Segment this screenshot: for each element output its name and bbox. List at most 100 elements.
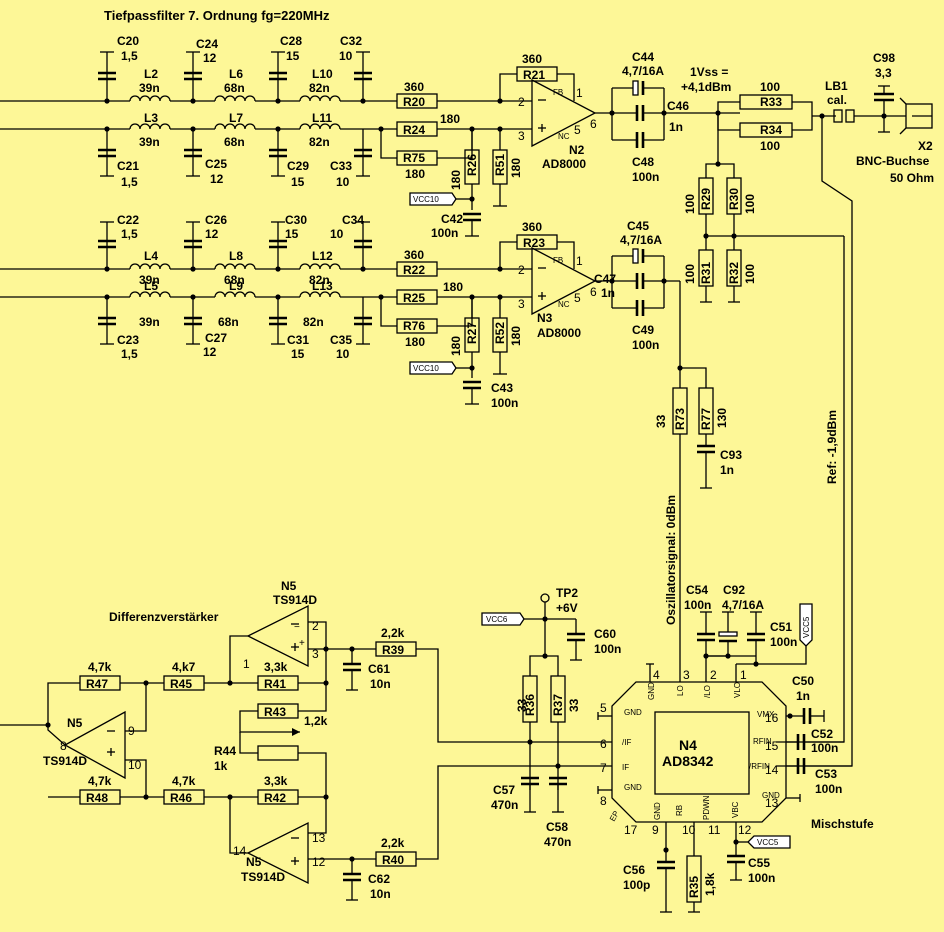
c42-value: 100n [431,226,458,240]
c51-name: C51 [770,620,792,634]
c45-value: 4,7/16A [620,233,662,247]
r20-name: R20 [403,95,425,109]
c24-name: C24 [196,37,218,51]
c32-name: C32 [340,34,362,48]
r22-name: R22 [403,263,425,277]
n5-left-value: TS914D [43,754,87,768]
svg-text:8: 8 [60,739,67,753]
n5-bottom-value: TS914D [241,870,285,884]
r35-value: 1,8k [703,872,717,896]
pin-gnd-5: GND [624,708,642,717]
l5-name: L5 [144,279,158,293]
l13-name: L13 [312,279,333,293]
svg-text:14: 14 [765,763,779,777]
r52-value: 180 [509,326,523,346]
c33-value: 10 [336,175,350,189]
vss-label: 1Vss = [690,65,728,79]
c49-value: 100n [632,338,659,352]
l10-value: 82n [309,81,330,95]
r33-value: 100 [760,80,780,94]
c49-name: C49 [632,323,654,337]
svg-text:9: 9 [652,823,659,837]
c50-value: 1n [796,689,810,703]
c31-value: 15 [291,347,305,361]
svg-text:10: 10 [128,758,142,772]
c43-name: C43 [491,381,513,395]
c57-name: C57 [493,783,515,797]
l13-value: 82n [303,315,324,329]
c30-value: 15 [285,227,299,241]
l8-value: 68n [224,273,245,287]
r21-value: 360 [522,52,542,66]
c93-value: 1n [720,463,734,477]
pin-gnd-4: GND [647,682,656,700]
r23-name: R23 [523,236,545,250]
c46-name: C46 [667,99,689,113]
vcc5-label-bottom: VCC5 [757,838,779,847]
svg-text:10: 10 [682,823,696,837]
r35-name: R35 [687,876,701,898]
c35-value: 10 [336,347,350,361]
pin-nlo: /LO [703,685,712,698]
c35-name: C35 [330,333,352,347]
c27-value: 12 [203,345,217,359]
c47-name: C47 [594,272,616,286]
n3-name: N3 [537,311,553,325]
svg-text:5: 5 [574,291,581,305]
r33-name: R33 [760,95,782,109]
l6-name: L6 [229,67,243,81]
r31-name: R31 [699,262,713,284]
l11-value: 82n [309,135,330,149]
r43-name: R43 [264,705,286,719]
r20-value: 360 [404,80,424,94]
r40-value: 2,2k [381,836,405,850]
tp2-label: TP2 [556,586,578,600]
svg-text:12: 12 [312,855,326,869]
l2-name: L2 [144,67,158,81]
svg-text:16: 16 [765,711,779,725]
pin-nif: /IF [622,738,631,747]
c55-name: C55 [748,856,770,870]
r73-value: 33 [654,414,668,428]
c30-name: C30 [285,213,307,227]
x2-name: X2 [918,139,933,153]
l4-value: 39n [139,273,160,287]
c53-name: C53 [815,767,837,781]
c52-name: C52 [811,727,833,741]
c34-value: 10 [330,227,344,241]
r52-name: R52 [493,322,507,344]
dbm-label: +4,1dBm [681,80,731,94]
pin-gnd-13: GND [762,791,780,800]
r32-value: 100 [743,264,757,284]
l12-name: L12 [312,249,333,263]
r48-value: 4,7k [88,774,112,788]
c21-name: C21 [117,159,139,173]
n4-name: N4 [679,737,697,753]
c32-value: 10 [339,49,353,63]
svg-text:FB: FB [553,88,563,97]
c27-name: C27 [205,331,227,345]
r40-name: R40 [382,853,404,867]
c51-value: 100n [770,635,797,649]
c52-value: 100n [811,741,838,755]
c20-value: 1,5 [121,49,138,63]
pin-if: IF [622,763,629,772]
svg-text:3: 3 [683,668,690,682]
svg-text:15: 15 [765,739,779,753]
l11-name: L11 [312,111,332,125]
r27-value: 180 [449,336,463,356]
r42-value: 3,3k [264,774,288,788]
ref-label: Ref: -1,9dBm [825,410,839,484]
svg-text:FB: FB [553,256,563,265]
c93-name: C93 [720,448,742,462]
svg-text:+: + [299,638,305,649]
svg-text:8: 8 [600,794,607,808]
c60-value: 100n [594,642,621,656]
r24-value: 180 [440,112,460,126]
c92-name: C92 [723,583,745,597]
c42-name: C42 [441,212,463,226]
